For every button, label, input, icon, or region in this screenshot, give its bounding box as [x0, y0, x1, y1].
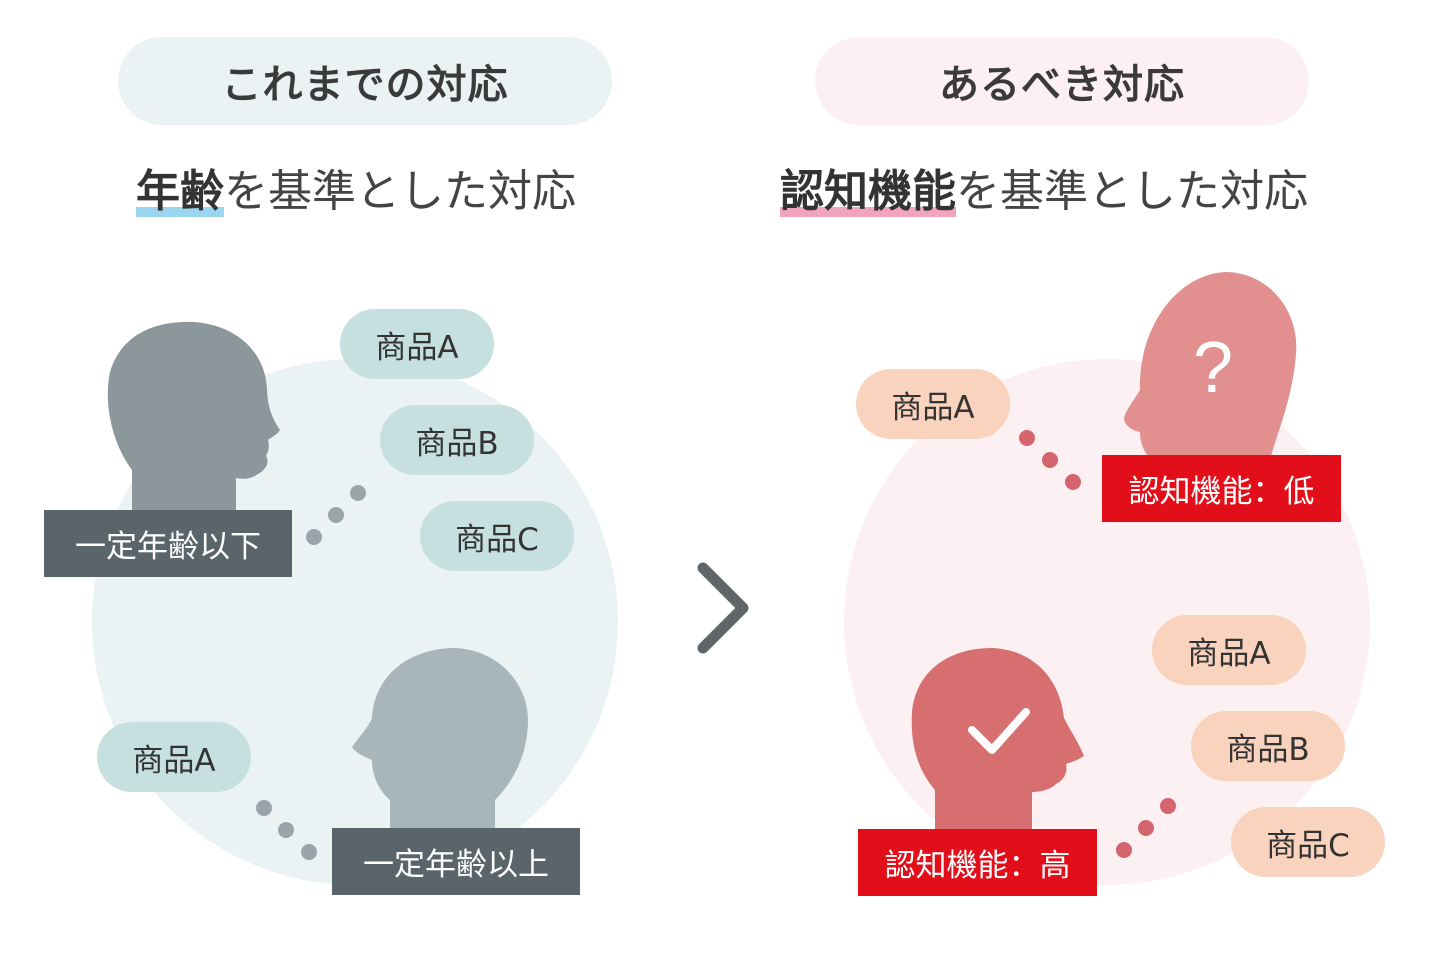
- right-subtitle-rest: を基準とした対応: [956, 166, 1308, 217]
- right-product-c: 商品C: [1231, 807, 1385, 877]
- left-subtitle-rest: を基準とした対応: [224, 166, 576, 217]
- left-subtitle: 年齢を基準とした対応: [136, 155, 576, 219]
- checkmark-icon: [968, 708, 1030, 754]
- dots-left-bottom: [256, 800, 317, 860]
- right-tag-cognitive-low: 認知機能：低: [1102, 455, 1341, 522]
- head-left-bottom-icon: [352, 648, 528, 830]
- dots-right-top: [1019, 430, 1081, 490]
- dots-left-top: [306, 485, 366, 545]
- right-header: あるべき対応: [815, 37, 1309, 125]
- chevron-right-icon: [697, 562, 749, 654]
- left-product-b: 商品B: [380, 405, 534, 475]
- left-product-bottom-a: 商品A: [97, 722, 251, 792]
- left-product-c: 商品C: [420, 501, 574, 571]
- dots-right-bottom: [1116, 798, 1176, 858]
- right-subtitle: 認知機能を基準とした対応: [780, 155, 1308, 219]
- right-subtitle-emphasis: 認知機能: [780, 166, 956, 217]
- right-product-top-a: 商品A: [856, 369, 1010, 439]
- right-tag-cognitive-high: 認知機能：高: [858, 829, 1097, 896]
- left-product-a: 商品A: [340, 309, 494, 379]
- head-right-top-icon: [1124, 272, 1297, 510]
- right-product-b: 商品B: [1191, 711, 1345, 781]
- left-subtitle-emphasis: 年齢: [136, 166, 224, 217]
- head-left-top-icon: [107, 321, 280, 512]
- left-tag-age-over: 一定年齢以上: [332, 828, 580, 895]
- left-header: これまでの対応: [118, 37, 612, 125]
- question-mark-icon: ?: [1193, 328, 1233, 408]
- left-tag-age-under: 一定年齢以下: [44, 510, 292, 577]
- right-product-a: 商品A: [1152, 615, 1306, 685]
